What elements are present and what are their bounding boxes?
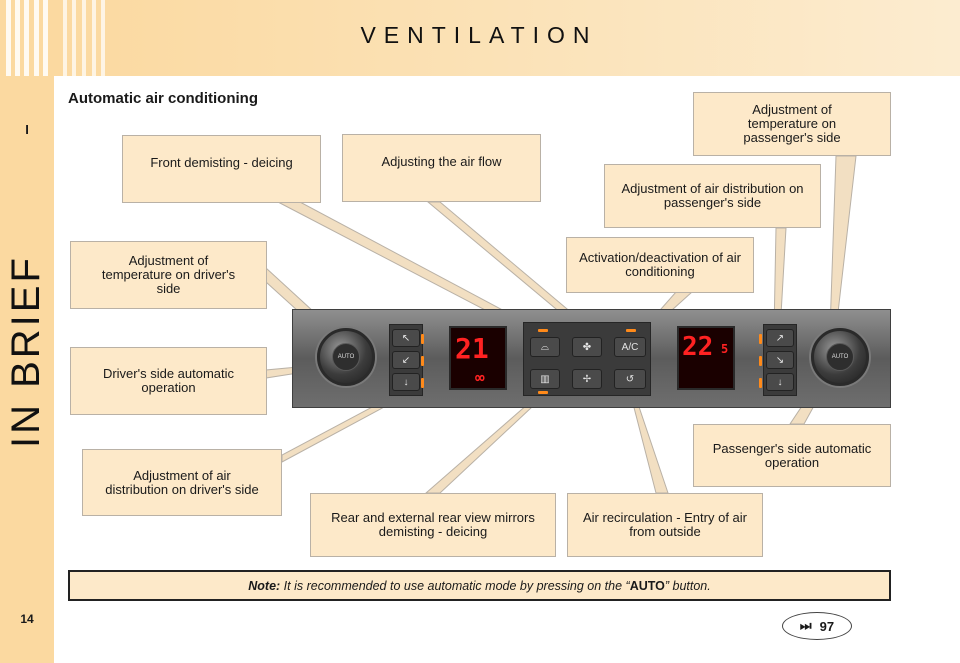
note-text-after: ” button.: [664, 578, 711, 593]
callout-driver-auto: Driver's side automatic operation: [70, 347, 267, 415]
ac-led: [626, 329, 636, 332]
recirculation-icon: ↺: [625, 373, 635, 385]
header-bar: [54, 0, 960, 76]
passenger-led-1: [759, 334, 762, 344]
callout-passenger-distribution: Adjustment of air distribution on passen…: [604, 164, 821, 228]
skip-forward-icon: ⏭: [799, 618, 812, 633]
rear-demist-icon: ▥: [540, 373, 550, 385]
note-text-before: It is recommended to use automatic mode …: [280, 578, 630, 593]
page-number: 14: [20, 612, 34, 626]
callout-rear-demisting: Rear and external rear view mirrors demi…: [310, 493, 556, 557]
driver-vent-face-feet-button[interactable]: ↙: [392, 351, 420, 369]
note-keyword: AUTO: [629, 578, 665, 593]
fan-increase-button[interactable]: ✤: [572, 337, 602, 357]
driver-led-1: [421, 334, 424, 344]
vent-face-feet-icon: ↘: [775, 354, 785, 366]
ac-button[interactable]: A/C: [614, 337, 646, 357]
sidebar: I IN BRIEF 14: [0, 0, 54, 663]
rear-demist-led: [538, 391, 548, 394]
passenger-temp-decimal: 5: [721, 342, 729, 356]
recirculation-button[interactable]: ↺: [614, 369, 646, 389]
passenger-auto-button[interactable]: AUTO: [826, 343, 854, 371]
leader-passenger-temp: [829, 155, 857, 331]
driver-vent-feet-button[interactable]: ↓: [392, 373, 420, 391]
vent-face-icon: ↗: [775, 332, 785, 344]
vent-feet-icon: ↓: [403, 376, 409, 388]
driver-distribution-block: ↖ ↙ ↓: [389, 324, 423, 396]
callout-passenger-auto: Passenger's side automatic operation: [693, 424, 891, 487]
callout-driver-temp: Adjustment of temperature on driver's si…: [70, 241, 267, 309]
driver-temp-value: 21: [455, 332, 489, 365]
note-label: Note:: [248, 578, 281, 593]
passenger-vent-feet-button[interactable]: ↓: [766, 373, 794, 391]
passenger-vent-face-button[interactable]: ↗: [766, 329, 794, 347]
section-heading: Automatic air conditioning: [68, 90, 258, 107]
sidebar-stripes: [0, 0, 54, 76]
passenger-temp-value: 22: [682, 332, 714, 362]
passenger-distribution-block: ↗ ↘ ↓: [763, 324, 797, 396]
climate-control-panel: AUTO ↖ ↙ ↓ 21 ∞ ⌓ ✤ A/C ▥ ✢ ↺ 22 5 ↗ ↘ ↓…: [292, 309, 891, 408]
windscreen-demist-icon: ⌓: [541, 341, 549, 353]
chapter-title: IN BRIEF: [4, 255, 48, 448]
callout-ac-toggle: Activation/deactivation of air condition…: [566, 237, 754, 293]
callout-driver-distribution: Adjustment of air distribution on driver…: [82, 449, 282, 516]
callout-air-flow: Adjusting the air flow: [342, 134, 541, 202]
driver-led-3: [421, 378, 424, 388]
page-reference-link[interactable]: ⏭ 97: [782, 612, 852, 640]
vent-feet-icon: ↓: [777, 376, 783, 388]
passenger-temp-knob[interactable]: AUTO: [811, 328, 869, 386]
driver-auto-button[interactable]: AUTO: [332, 343, 360, 371]
callout-passenger-temp: Adjustment of temperature on passenger's…: [693, 92, 891, 156]
fan-icon: ✤: [582, 341, 592, 353]
page-title: VENTILATION: [360, 22, 598, 48]
driver-led-2: [421, 356, 424, 366]
vent-face-feet-icon: ↙: [401, 354, 411, 366]
driver-temp-knob[interactable]: AUTO: [317, 328, 375, 386]
reference-page-number: 97: [819, 618, 835, 634]
passenger-temp-display: 22 5: [677, 326, 735, 390]
driver-temp-display: 21 ∞: [449, 326, 507, 390]
front-demist-led: [538, 329, 548, 332]
fan-small-icon: ✢: [582, 373, 592, 385]
passenger-led-2: [759, 356, 762, 366]
center-control-block: ⌓ ✤ A/C ▥ ✢ ↺: [523, 322, 651, 396]
driver-vent-face-button[interactable]: ↖: [392, 329, 420, 347]
fan-speed-icon: ∞: [475, 368, 485, 387]
section-number: I: [25, 122, 29, 137]
header-stripes: [54, 0, 114, 76]
passenger-led-3: [759, 378, 762, 388]
rear-demist-button[interactable]: ▥: [530, 369, 560, 389]
passenger-vent-face-feet-button[interactable]: ↘: [766, 351, 794, 369]
front-demist-button[interactable]: ⌓: [530, 337, 560, 357]
callout-front-demisting: Front demisting - deicing: [122, 135, 321, 203]
note-box: Note: It is recommended to use automatic…: [68, 570, 891, 601]
callout-recirculation: Air recirculation - Entry of air from ou…: [567, 493, 763, 557]
vent-face-icon: ↖: [401, 332, 411, 344]
fan-decrease-button[interactable]: ✢: [572, 369, 602, 389]
